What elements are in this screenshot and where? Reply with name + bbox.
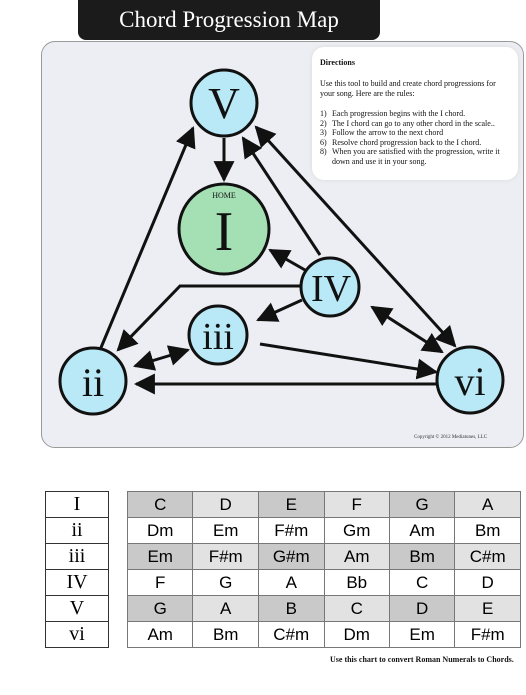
chord-cell: A [454, 491, 521, 518]
chord-cell: Dm [126, 517, 194, 544]
table-row: Dm Em F#m Gm Am Bm [126, 517, 521, 544]
chord-cell: Em [192, 517, 259, 544]
numeral-cell: I [45, 491, 109, 518]
node-vi-label: vi [454, 359, 485, 404]
node-iv [299, 256, 361, 318]
chord-cell: Em [388, 621, 456, 648]
arrow-iv-to-iii [256, 298, 303, 322]
node-v-label: V [208, 79, 240, 128]
chord-cell: F#m [257, 517, 325, 544]
chord-cell: B [257, 595, 325, 622]
chord-cell: G [126, 595, 194, 622]
node-iii [187, 304, 249, 366]
chord-cell: E [454, 595, 521, 622]
chord-cell: C#m [257, 621, 325, 648]
node-ii [58, 346, 128, 416]
arrow-ii-to-v [98, 126, 196, 351]
chord-cell: Am [388, 517, 456, 544]
directions-rules: 1)Each progression begins with the I cho… [320, 109, 510, 166]
numeral-cell: V [45, 595, 109, 622]
chord-cell: G#m [257, 543, 325, 570]
numeral-cell: IV [45, 569, 109, 596]
numeral-table: I ii iii IV V vi [45, 491, 109, 648]
directions-intro: Use this tool to build and create chord … [320, 79, 496, 98]
table-row: C D E F G A [126, 491, 521, 518]
table-row: Am Bm C#m Dm Em F#m [126, 621, 521, 648]
chord-cell: Em [126, 543, 194, 570]
chord-cell: A [192, 595, 259, 622]
arrow-iii-ii [132, 345, 191, 371]
chord-cell: F#m [454, 621, 521, 648]
numeral-cell: vi [45, 621, 109, 648]
table-row: Em F#m G#m Am Bm C#m [126, 543, 521, 570]
chord-cell: Dm [323, 621, 390, 648]
arrow-iv-to-ii [116, 284, 302, 352]
chord-cell: A [257, 569, 325, 596]
chord-cell: C#m [454, 543, 521, 570]
numeral-cell: iii [45, 543, 109, 570]
node-vi [435, 345, 505, 415]
chord-cell: D [454, 569, 521, 596]
arrow-iv-to-i [268, 248, 306, 272]
chord-cell: G [192, 569, 259, 596]
arrow-vi-iv [370, 305, 444, 354]
node-ii-label: ii [82, 360, 104, 405]
node-i-label: I [215, 201, 234, 263]
node-iii-label: iii [202, 316, 234, 358]
page-title: Chord Progression Map [78, 0, 380, 40]
chord-cell: G [388, 491, 456, 518]
rule-item: 1)Each progression begins with the I cho… [320, 109, 466, 118]
chord-cell: Am [323, 543, 390, 570]
chord-map-diagram: V HOME I IV iii ii vi [58, 68, 505, 416]
chord-cell: Bm [192, 621, 259, 648]
table-row: G A B C D E [126, 595, 521, 622]
arrow-iii-to-vi [259, 342, 439, 380]
chord-cell: F [126, 569, 194, 596]
numeral-cell: ii [45, 517, 109, 544]
chord-cell: C [323, 595, 390, 622]
chord-cell: D [192, 491, 259, 518]
chord-cell: Am [126, 621, 194, 648]
chord-cell: C [388, 569, 456, 596]
table-row: F G A Bb C D [126, 569, 521, 596]
copyright-notice: Copyright © 2012 Mediatunes, LLC [414, 435, 488, 440]
chord-chart-table: C D E F G A Dm Em F#m Gm Am Bm Em F#m G#… [126, 491, 521, 648]
node-iv-label: IV [311, 268, 352, 310]
chord-cell: D [388, 595, 456, 622]
rule-item: 6)Resolve chord progression back to the … [320, 137, 482, 147]
directions-heading: Directions [320, 58, 355, 67]
chord-cell: F#m [192, 543, 259, 570]
node-v [189, 68, 259, 138]
chart-footnote: Use this chart to convert Roman Numerals… [330, 655, 514, 664]
directions-box: Directions Use this tool to build and cr… [312, 47, 518, 180]
chord-cell: Bb [323, 569, 390, 596]
rule-item: 8)When you are satisfied with the progre… [320, 147, 500, 166]
chord-cell: F [323, 491, 390, 518]
node-i-home [177, 182, 271, 276]
chord-cell: Bm [388, 543, 456, 570]
chord-cell: Bm [454, 517, 521, 544]
chord-cell: Gm [323, 517, 390, 544]
rule-item: 2)The I chord can go to any other chord … [320, 118, 495, 128]
rule-item: 3)Follow the arrow to the next chord [320, 128, 444, 137]
chord-cell: C [126, 491, 194, 518]
chord-cell: E [257, 491, 325, 518]
home-label: HOME [212, 191, 236, 200]
